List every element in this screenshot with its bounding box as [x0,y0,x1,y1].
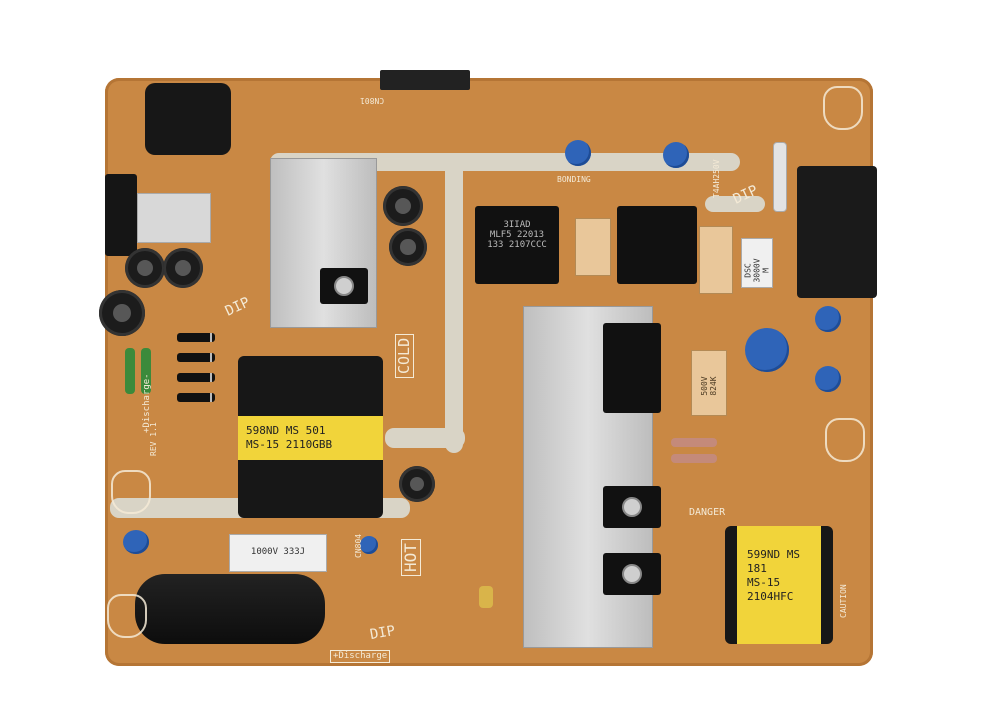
danger-label: DANGER [689,507,726,518]
hand-warning-icon [107,594,147,638]
y-capacitor [565,140,591,166]
discharge-bottom-label: +Discharge [330,650,391,663]
power-transistor [603,486,661,528]
hot-label: HOT [401,539,421,576]
output-connector [797,166,877,298]
resistor [125,348,135,394]
y-capacitor [815,306,841,332]
electrolytic-capacitor [383,186,423,226]
hand-warning-icon [823,86,863,130]
varistor-label: 500V 824K [700,376,718,396]
power-transistor [603,553,661,595]
electrolytic-capacitor [99,290,145,336]
cn801-label: CN801 [360,96,385,105]
relay-left-text-1: 3IIAD [503,220,531,230]
transformer-right-text-2: MS-15 2104HFC [747,576,794,603]
film-capacitor-tan [699,226,733,294]
diode [177,393,215,402]
trace [705,196,765,212]
common-mode-choke [145,83,231,155]
electrolytic-capacitor [399,466,435,502]
electrolytic-capacitor [389,228,427,266]
screw-icon [622,497,642,517]
dip-bottom-label: DIP [368,622,397,644]
diode [177,353,215,362]
bonding-label: BONDING [557,175,591,184]
diode [177,333,215,342]
x-capacitor [137,193,211,243]
pcb-board: 598ND MS 501 MS-15 2110GBB COLD HOT DIP … [99,70,877,666]
trace [445,153,463,453]
relay-left: 3IIAD MLF5 22013 133 2107CCC [475,206,559,284]
small-cap-yellow [479,586,493,608]
cn804-label: CN804 [354,533,363,558]
relay-right [617,206,697,284]
film-capacitor-white: 1000V 333J [229,534,327,572]
y-capacitor [360,536,378,554]
fuse [773,142,787,212]
y-capacitor [663,142,689,168]
diode [177,373,215,382]
y-capacitor [123,530,149,554]
resistor [671,454,717,463]
relay-left-text-3: 133 2107CCC [487,240,547,250]
header-connector [380,70,470,90]
transformer-left-label: 598ND MS 501 MS-15 2110GBB [238,416,383,460]
resistor [671,438,717,447]
transformer-left-text-2: MS-15 2110GBB [246,438,333,451]
hand-warning-icon [825,418,865,462]
transformer-right-text-1: 599ND MS 181 [747,548,800,575]
trace [270,153,740,171]
dip-left-label: DIP [222,294,253,320]
bridge-rectifier [603,323,661,413]
transformer-right-label: 599ND MS 181 MS-15 2104HFC [737,526,821,644]
dsc-component: DSC 3000V M [741,238,773,288]
caution-label: CAUTION [839,584,848,618]
screw-icon [334,276,354,296]
bulk-capacitor [135,574,325,644]
cold-label: COLD [395,333,414,378]
film-cap-label: 1000V 333J [250,547,306,557]
resistor [141,348,151,394]
electrolytic-capacitor [163,248,203,288]
hand-warning-icon [111,470,151,514]
rev-label: REV 1.1 [149,422,158,456]
fuse-rating-label: T4AH250V [712,159,721,198]
varistor-tan: 500V 824K [691,350,727,416]
electrolytic-capacitor [125,248,165,288]
y-capacitor [815,366,841,392]
trace [385,428,465,448]
power-transistor [320,268,368,304]
film-capacitor-tan [575,218,611,276]
varistor-blue [745,328,789,372]
screw-icon [622,564,642,584]
transformer-left-text-1: 598ND MS 501 [246,424,326,437]
relay-left-text-2: MLF5 22013 [489,230,545,240]
ac-input-connector [105,174,137,256]
dsc-label: DSC 3000V M [743,258,771,283]
